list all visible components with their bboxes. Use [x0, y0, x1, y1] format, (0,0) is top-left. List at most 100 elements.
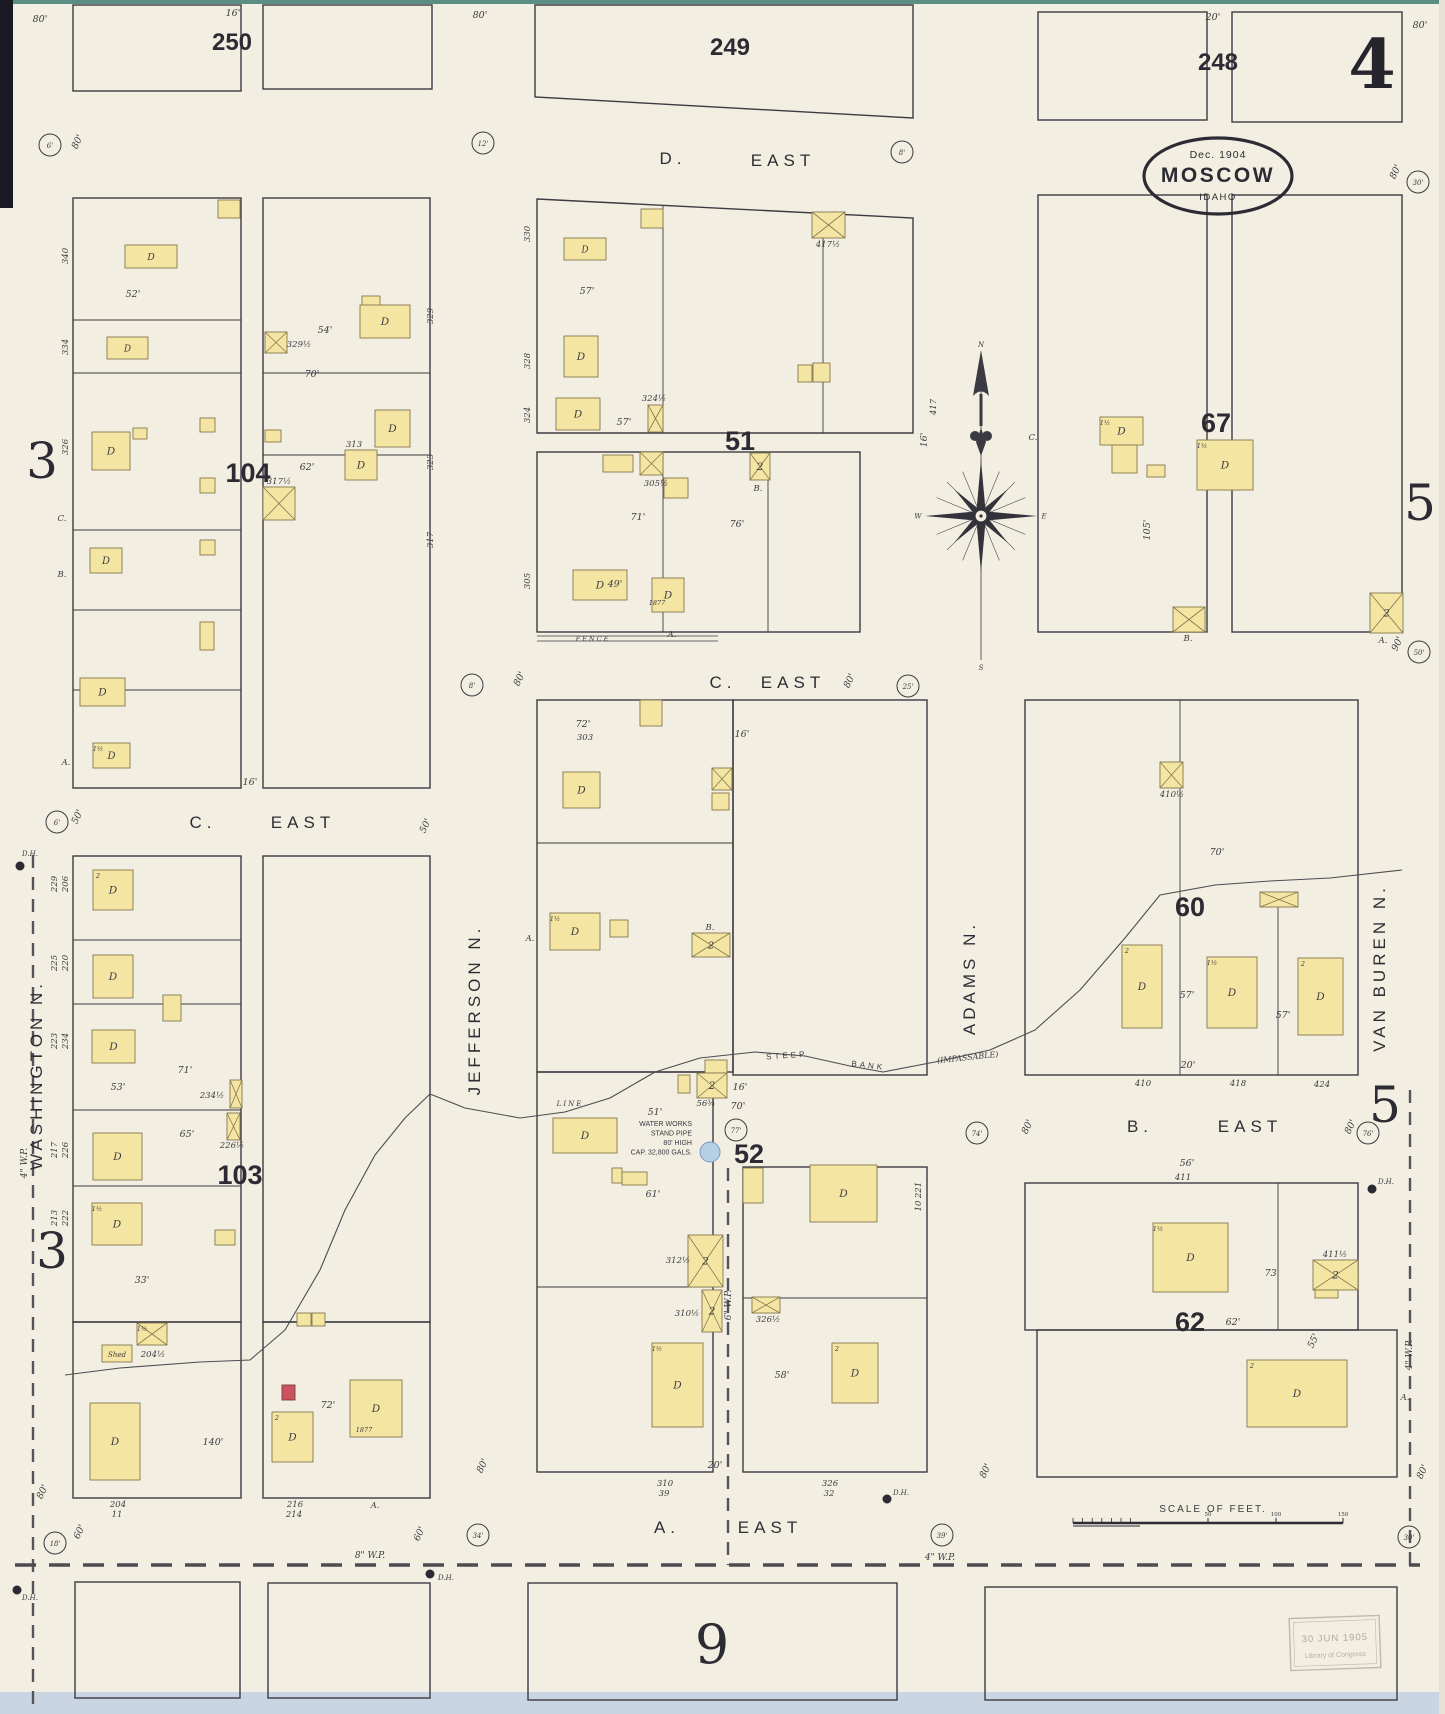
width-circle [466, 1523, 490, 1547]
block-outline [1037, 194, 1208, 633]
frame-building [562, 771, 601, 809]
water-works-note: 80' HIGH [663, 1140, 692, 1147]
frame-building [711, 792, 730, 811]
lot-letter: B. [1183, 634, 1193, 644]
storeys-label: 2 [1300, 960, 1305, 968]
house-number: 324½ [642, 393, 666, 404]
lot-letter: A. [667, 630, 677, 640]
house-number: 312½ [666, 1255, 690, 1266]
frame-building [1121, 944, 1163, 1029]
frame-building [677, 1074, 691, 1094]
barn-cross [751, 1296, 781, 1314]
block-outline [72, 4, 242, 92]
frame-building [91, 1202, 143, 1246]
frame-building [572, 569, 628, 601]
compass-west-label: W [914, 513, 922, 521]
frame-building [217, 199, 241, 219]
house-number: 329½ [287, 339, 311, 350]
barn-cross [687, 1234, 724, 1288]
width-circle [896, 674, 920, 698]
dimension-label: 20' [707, 1460, 723, 1471]
vertical-street-label: ADAMS N. [960, 921, 979, 1035]
block-number: 67 [1201, 408, 1231, 438]
house-number: 226½ [219, 1140, 244, 1151]
house-number: 329 [426, 307, 436, 324]
width-circle [930, 1523, 954, 1547]
scale-bar-value: 150 [1338, 1512, 1349, 1518]
street-label: C. [710, 673, 737, 692]
dimension-label: 33' [135, 1275, 150, 1286]
dimension-label: 65' [180, 1129, 195, 1140]
dwelling-label: D [108, 971, 118, 983]
frame-building [704, 1059, 728, 1074]
block-outline [267, 1582, 431, 1699]
block-number: 51 [725, 426, 755, 456]
frame-building [621, 1171, 648, 1186]
frame-building [89, 1402, 141, 1481]
house-number: 229 [50, 875, 60, 893]
dwelling-label: 2 [1382, 608, 1390, 620]
dwelling-label: D [371, 1403, 381, 1415]
frame-building [199, 621, 215, 651]
frame-building [742, 1167, 764, 1204]
storeys-label: 1½ [1197, 442, 1207, 450]
house-number: 56¾ [696, 1098, 715, 1109]
map-note: 4" W.P. [1405, 1340, 1415, 1371]
barn-cross [647, 404, 664, 433]
compass-south-label: S [979, 664, 984, 672]
storeys-label: 1½ [1153, 1225, 1163, 1233]
dwelling-label: D [576, 785, 586, 797]
width-circle [890, 140, 914, 164]
dimension-label: 62' [300, 462, 315, 473]
dwelling-label: D [146, 252, 155, 263]
hydrant-label: D.H. [437, 1574, 454, 1582]
compass-ray [936, 497, 976, 514]
dwelling-label: 2 [708, 1081, 715, 1092]
storeys-label: 1½ [1207, 959, 1217, 967]
dwelling-label: D [112, 1151, 122, 1163]
hydrant-label: D.H. [21, 850, 38, 858]
vertical-street-label: VAN BUREN N. [1370, 884, 1389, 1052]
library-stamp-part: 30 JUN 1905 [1301, 1632, 1368, 1645]
block-outline [72, 1321, 242, 1499]
frame-building [296, 1312, 312, 1327]
scale-bar-label: SCALE OF FEET. [1159, 1504, 1266, 1515]
compass-ray [936, 518, 976, 535]
width-circle-value: 12' [478, 140, 489, 148]
storeys-label: 1½ [550, 915, 560, 923]
house-number: 305 [523, 573, 533, 589]
street-label: EAST [271, 813, 335, 832]
stamp-state: IDAHO [1199, 192, 1237, 203]
dwelling-label: D [106, 751, 115, 762]
street-label: EAST [761, 673, 825, 692]
house-number: 324 [523, 407, 533, 423]
house-number: 221 [914, 1182, 924, 1199]
block-outline [536, 451, 861, 633]
sheet-number: 4 [1348, 25, 1395, 105]
dimension-label: 71' [631, 512, 646, 523]
frame-building [199, 417, 216, 433]
dwelling-label: 2 [756, 461, 764, 473]
map-note: STEEP [766, 1050, 808, 1062]
dwelling-label: 2 [1331, 1270, 1339, 1282]
house-number: 328 [523, 352, 533, 369]
dwelling-label: D [573, 409, 583, 421]
dwelling-label: D [1227, 987, 1237, 999]
frame-building [602, 454, 634, 473]
width-circle-value: 76' [1363, 1130, 1374, 1138]
house-number: 222 [61, 1210, 71, 1227]
width-circle [1406, 170, 1430, 194]
width-circle-value: 74' [972, 1130, 983, 1138]
compass-needle [973, 350, 989, 396]
barn-cross [749, 452, 771, 481]
frame-building [101, 1344, 133, 1363]
dimension-label: 49' [607, 579, 623, 590]
frame-building [162, 994, 182, 1022]
block-number: 250 [212, 29, 252, 56]
width-circle-value: 77' [731, 1127, 742, 1135]
frame-building [1196, 439, 1254, 491]
width-circle-value: 6' [54, 819, 60, 827]
